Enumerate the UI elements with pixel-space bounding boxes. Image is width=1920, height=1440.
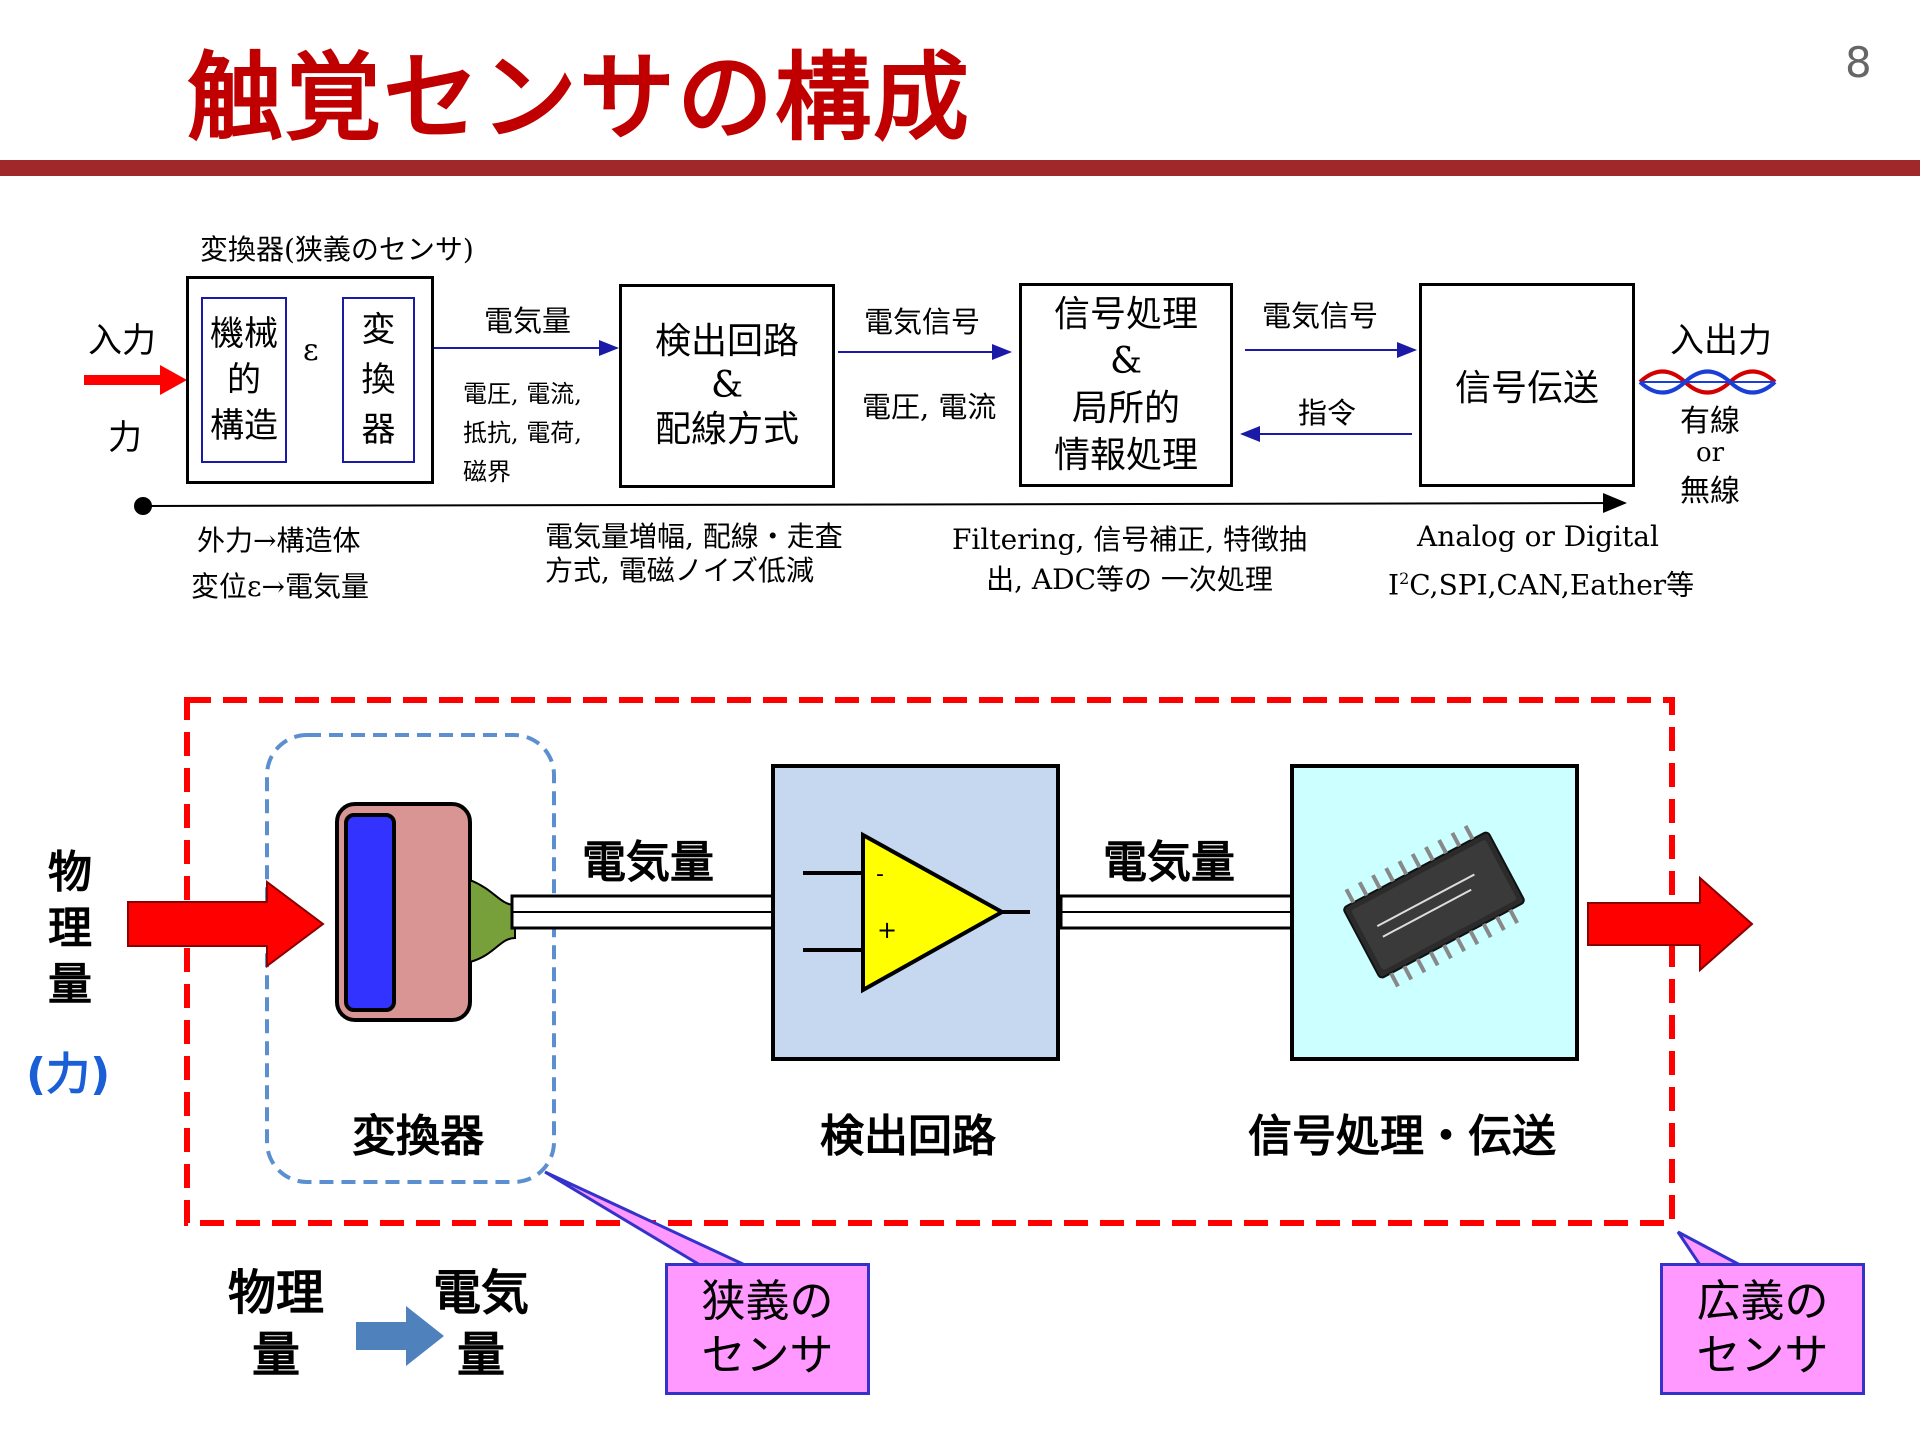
electric-examples: 電圧, 電流, 抵抗, 電荷, 磁界 <box>463 375 582 492</box>
note-transmission-1: Analog or Digital <box>1417 520 1659 553</box>
mech-line-2: 的 <box>227 360 261 400</box>
physical-quantity-label: 物 理 量 <box>48 845 92 1013</box>
transducer-connector <box>469 878 516 964</box>
note-transmission-2-sup: 2 <box>1399 569 1410 588</box>
narrow-sensor-line-1: 狭義の <box>701 1276 834 1327</box>
opamp-symbol <box>861 831 1007 994</box>
processing-line-2: & <box>1109 341 1143 382</box>
wired-label: 有線 <box>1680 404 1740 439</box>
converter-box: 変 換 器 <box>342 297 415 463</box>
note-transmission-2-pre: I <box>1388 568 1400 602</box>
note-transducer: 外力→構造体 変位ε→電気量 <box>191 518 369 610</box>
transducer-plate <box>344 813 396 1012</box>
mech-line-1: 機械 <box>210 314 278 354</box>
note-transducer-1: 外力→構造体 <box>197 524 361 557</box>
electric-quantity-2-label: 電気量 <box>1103 837 1235 888</box>
converter-line-3: 器 <box>361 410 396 450</box>
microchip-icon <box>1343 824 1525 988</box>
narrow-sensor-line-2: センサ <box>701 1330 834 1381</box>
legend-physical-1: 物理 <box>228 1265 325 1321</box>
detection-line-2: & <box>710 365 744 406</box>
transducer-caption: 変換器(狭義のセンサ) <box>200 233 474 266</box>
legend-electric-1: 電気 <box>433 1265 530 1321</box>
note-transmission-2-post: C,SPI,CAN,Eather等 <box>1409 568 1695 602</box>
note-transmission-2: I2C,SPI,CAN,Eather等 <box>1388 558 1694 606</box>
title-rule <box>0 160 1920 176</box>
broad-sensor-line-2: センサ <box>1696 1330 1829 1381</box>
physical-input-arrow <box>127 880 325 968</box>
transmission-label: 信号伝送 <box>1454 368 1599 409</box>
electric-example-2: 抵抗, 電荷, <box>463 419 582 447</box>
note-detection: 電気量増幅, 配線・走査 方式, 電磁ノイズ低減 <box>545 520 843 588</box>
command-label: 指令 <box>1298 396 1357 430</box>
processing-line-4: 情報処理 <box>1053 435 1198 476</box>
force-label: 力 <box>108 418 142 458</box>
note-detection-1: 電気量増幅, 配線・走査 <box>545 520 843 553</box>
physical-quantity-2: 理 <box>48 903 92 954</box>
force-paren-label: (力) <box>26 1049 111 1100</box>
slide-title: 触覚センサの構成 <box>187 42 971 154</box>
detection-line-1: 検出回路 <box>654 321 799 362</box>
detection-circuit-box: 検出回路 & 配線方式 <box>619 284 835 488</box>
opamp-minus: - <box>876 862 884 887</box>
io-label: 入出力 <box>1670 321 1772 361</box>
output-arrow <box>1587 875 1754 973</box>
converter-line-2: 換 <box>361 360 396 400</box>
electric-example-1: 電圧, 電流, <box>463 380 582 408</box>
broad-sensor-boundary <box>184 697 1675 1226</box>
legend-physical: 物理 量 <box>228 1262 324 1386</box>
signal-transmission-box: 信号伝送 <box>1419 283 1635 487</box>
legend-arrow <box>356 1306 444 1366</box>
detection-line-3: 配線方式 <box>654 409 799 450</box>
processing-line-1: 信号処理 <box>1053 294 1198 335</box>
note-processing-1: Filtering, 信号補正, 特徴抽 <box>952 523 1308 556</box>
electric-signal-label: 電気信号 <box>864 305 981 339</box>
physical-quantity-1: 物 <box>48 847 92 898</box>
electric-example-3: 磁界 <box>463 458 511 486</box>
note-detection-2: 方式, 電磁ノイズ低減 <box>545 554 814 587</box>
detection-circuit-label: 検出回路 <box>820 1111 996 1162</box>
legend-electric-2: 量 <box>457 1327 506 1383</box>
opamp-plus: + <box>877 916 898 944</box>
narrow-sensor-callout: 狭義の センサ <box>665 1263 870 1395</box>
electric-quantity-1-label: 電気量 <box>582 837 714 888</box>
electric-signal-2-label: 電気信号 <box>1262 299 1379 333</box>
processing-line-3: 局所的 <box>1071 388 1180 429</box>
note-transmission: Analog or Digital I2C,SPI,CAN,Eather等 <box>1388 516 1694 606</box>
physical-quantity-3: 量 <box>48 959 92 1010</box>
epsilon-label: ε <box>303 333 319 368</box>
input-label: 入力 <box>88 321 156 361</box>
note-processing: Filtering, 信号補正, 特徴抽 出, ADC等の 一次処理 <box>952 520 1307 600</box>
input-arrow <box>84 365 187 395</box>
legend-electric: 電気 量 <box>433 1262 529 1386</box>
processing-transmission-label: 信号処理・伝送 <box>1248 1111 1556 1162</box>
electric-quantity-label: 電気量 <box>484 304 572 338</box>
note-processing-2: 出, ADC等の 一次処理 <box>986 563 1273 596</box>
mechanical-structure-box: 機械 的 構造 <box>201 297 287 463</box>
or-label: or <box>1696 438 1725 468</box>
broad-sensor-callout: 広義の センサ <box>1660 1263 1865 1395</box>
broad-sensor-line-1: 広義の <box>1696 1276 1829 1327</box>
wireless-label: 無線 <box>1680 474 1740 509</box>
mech-line-3: 構造 <box>210 406 278 446</box>
transducer-box <box>186 276 434 484</box>
transducer-label: 変換器 <box>352 1111 484 1162</box>
note-transducer-2: 変位ε→電気量 <box>191 570 369 603</box>
page-number: 8 <box>1845 38 1872 87</box>
converter-line-1: 変 <box>361 310 396 350</box>
legend-physical-2: 量 <box>252 1327 301 1383</box>
signal-processing-box: 信号処理 & 局所的 情報処理 <box>1019 283 1233 487</box>
voltage-current-label: 電圧, 電流 <box>862 390 997 424</box>
